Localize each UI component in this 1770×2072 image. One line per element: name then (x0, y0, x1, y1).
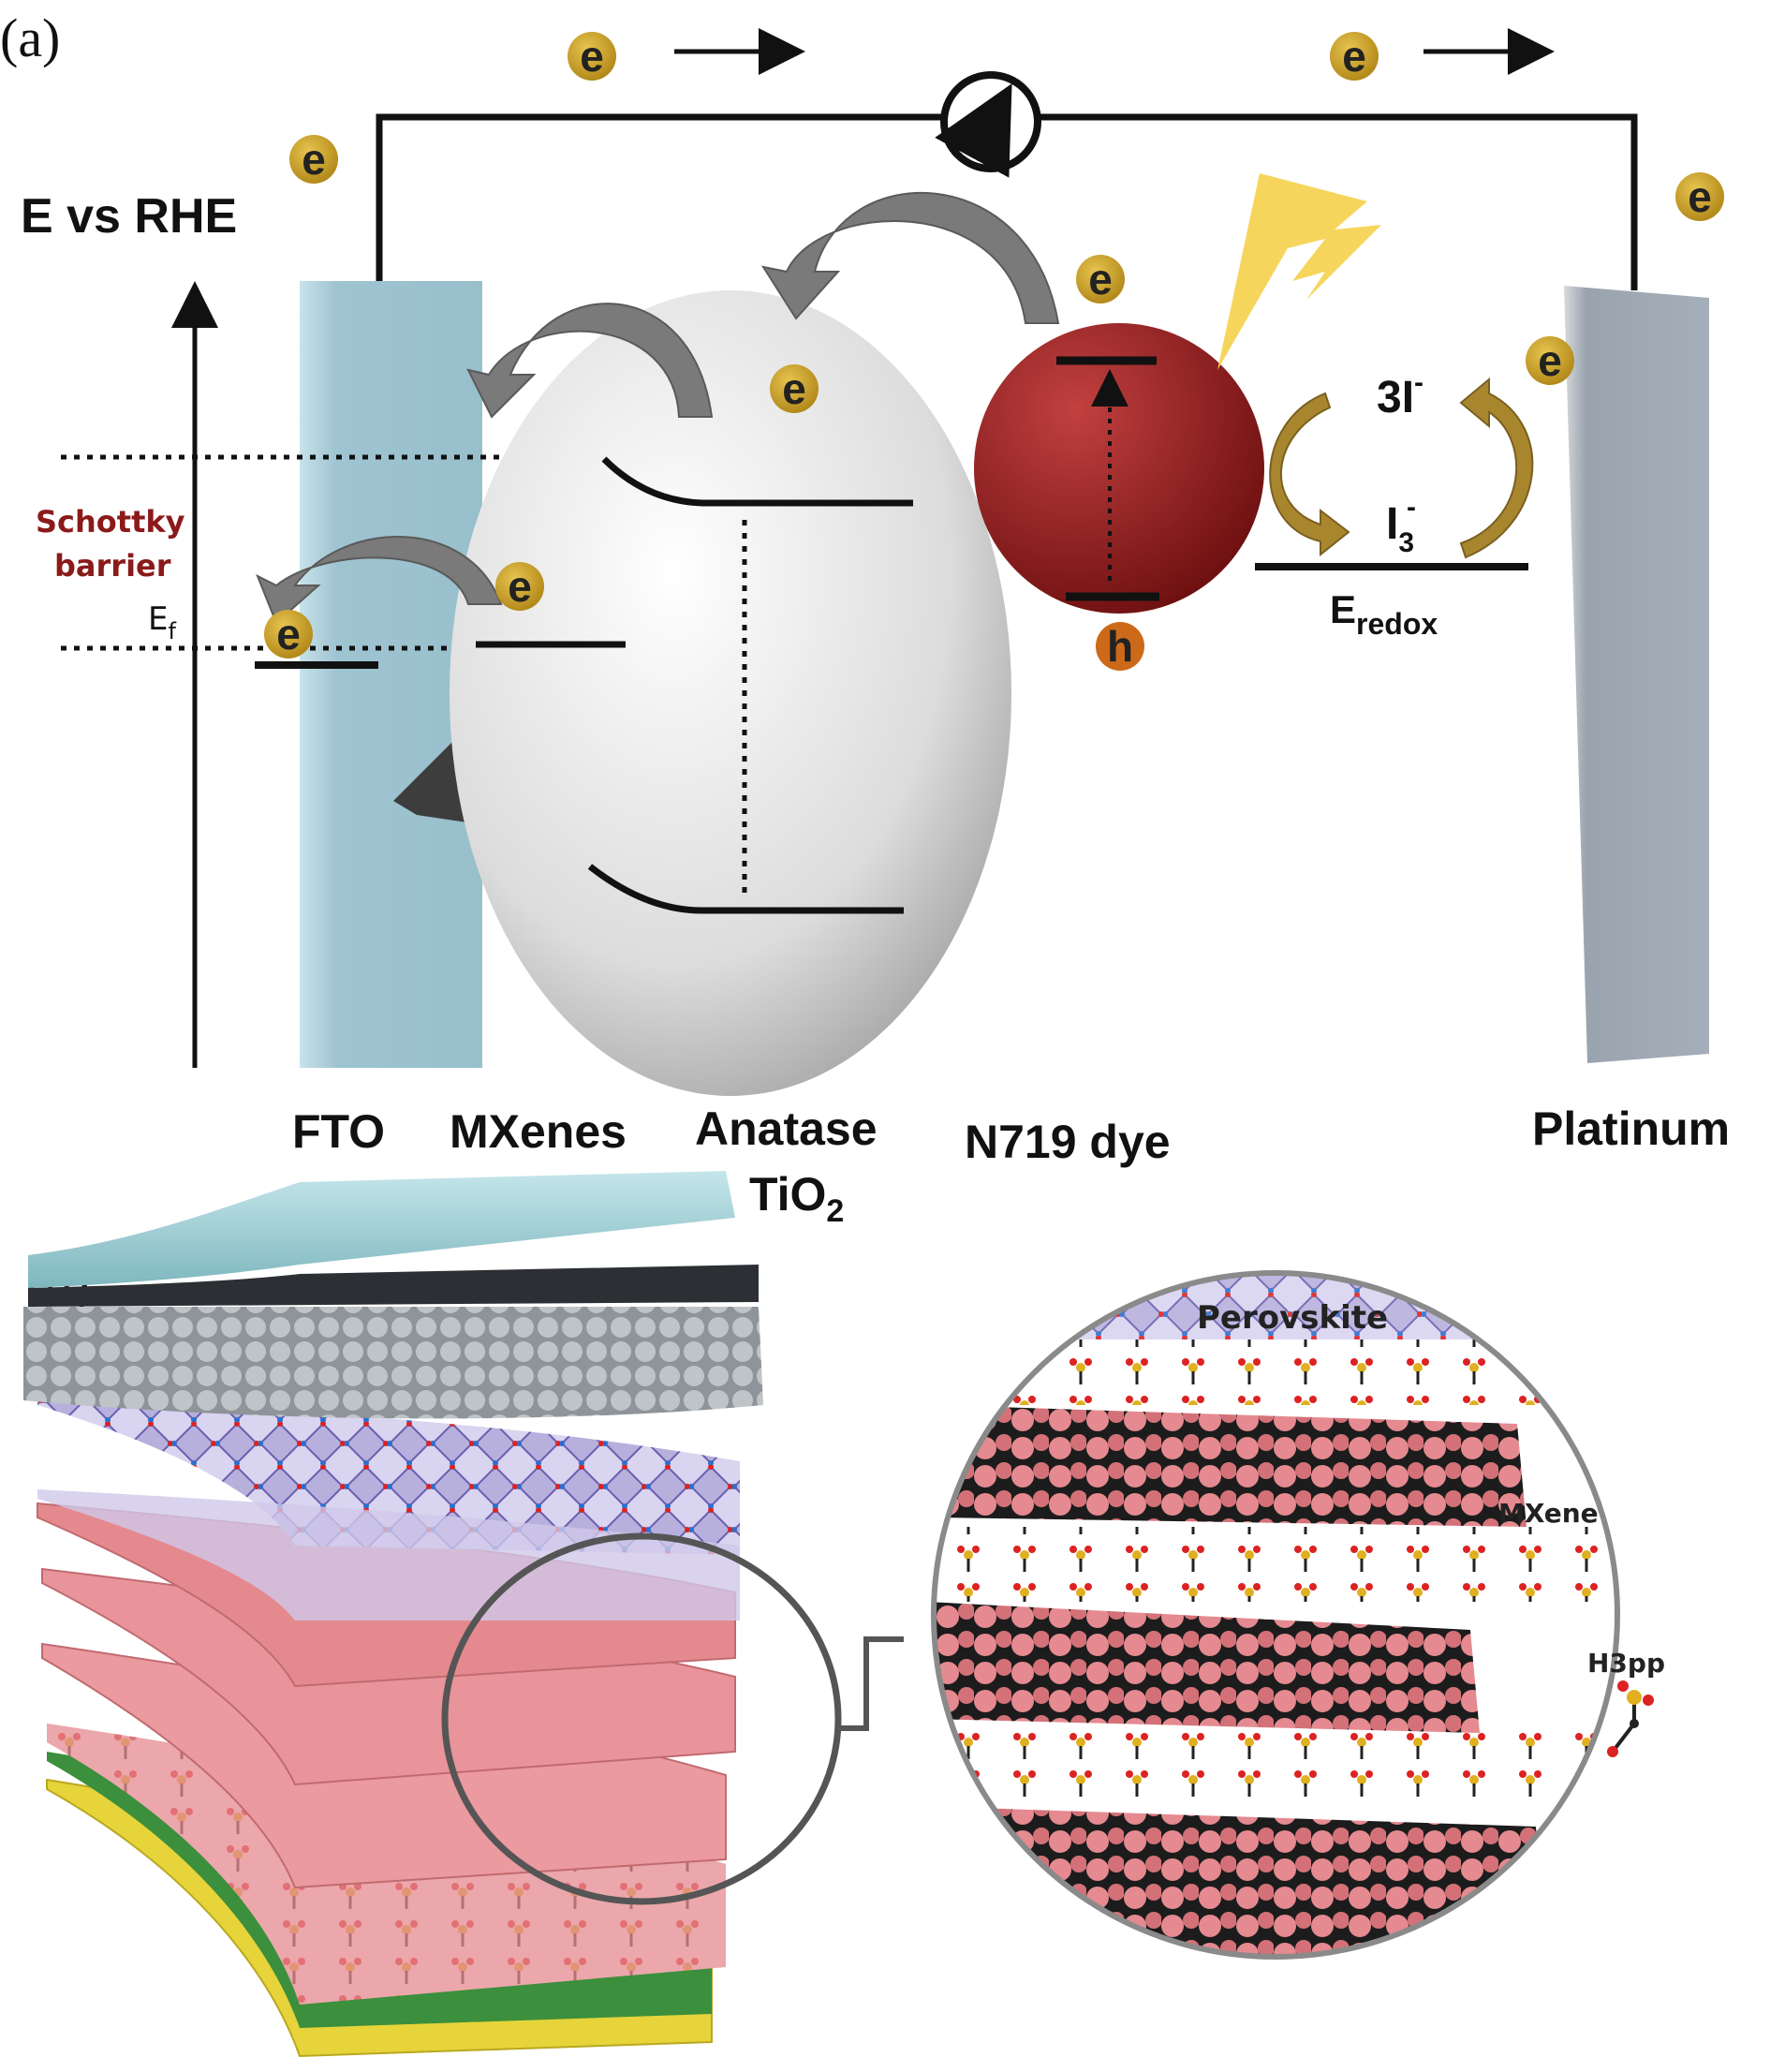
panel-a: (a) E vs RHE (0, 7, 1730, 1229)
iodide-label: 3I- (1377, 367, 1423, 422)
h3pp-molecule-icon (1607, 1680, 1654, 1757)
svg-text:e: e (1538, 336, 1562, 385)
electron-icon: e (495, 562, 544, 611)
label-tio2: TiO2 (749, 1168, 844, 1229)
fto-electrode (300, 281, 482, 1068)
electron-icon: e (264, 610, 313, 659)
schottky-label-line2: barrier (54, 548, 171, 584)
label-platinum: Platinum (1532, 1103, 1730, 1155)
svg-text:e: e (782, 364, 806, 413)
label-anatase: Anatase (695, 1103, 878, 1155)
curved-arrow-icon (760, 192, 1060, 324)
electron-icon: e (568, 32, 616, 81)
external-circuit (376, 71, 1638, 290)
mxene-label: MXene (1498, 1498, 1599, 1529)
electron-icon: e (1675, 172, 1724, 221)
perovskite-layer (37, 1396, 740, 1555)
tio2-particle (450, 290, 1011, 1096)
zoom-connector (838, 1636, 904, 1731)
svg-text:h: h (1107, 622, 1133, 671)
redox-arrow-icon (1269, 392, 1350, 557)
svg-text:e: e (580, 32, 604, 81)
svg-text:e: e (1342, 32, 1366, 81)
device-stack (23, 1171, 904, 2058)
axis-title: E vs RHE (21, 189, 237, 244)
svg-text:e: e (276, 610, 301, 659)
redox-cycle (1269, 377, 1534, 559)
perovskite-label: Perovskite (1197, 1299, 1388, 1337)
svg-text:e: e (1688, 172, 1712, 221)
hole-icon: h (1096, 622, 1144, 671)
svg-text:e: e (302, 135, 326, 184)
label-n719: N719 dye (965, 1116, 1171, 1168)
glass-layer (28, 1171, 735, 1288)
electron-markers: e e e e e e e e e h (264, 32, 1724, 671)
lightning-bolt-icon (1217, 173, 1381, 370)
zoom-ring (441, 1532, 842, 1905)
triiodide-label: I3- (1386, 492, 1416, 558)
transfer-arrows (256, 192, 1060, 625)
platinum-electrode (1564, 286, 1709, 1063)
schottky-label-line1: Schottky (36, 504, 185, 540)
fermi-label: Ef (148, 600, 176, 644)
vb-band-edge (587, 864, 904, 914)
panel-b: (b) (23, 1171, 1665, 2058)
panel-a-label: (a) (0, 7, 60, 68)
electron-icon: e (1526, 336, 1574, 385)
svg-text:e: e (508, 562, 532, 611)
redox-label: Eredox (1330, 587, 1438, 641)
electron-icon: e (1076, 255, 1125, 303)
svg-text:e: e (1088, 255, 1113, 303)
cb-band-edge (601, 456, 913, 507)
h3pp-label: H3pp (1587, 1648, 1665, 1679)
magnified-view: Perovskite MXene H3pp (931, 1270, 1665, 1960)
carbon-layer (23, 1307, 763, 1419)
n719-dye-sphere (974, 323, 1264, 614)
label-mxenes: MXenes (450, 1105, 627, 1158)
curved-arrow-icon (466, 303, 714, 419)
redox-arrow-icon (1459, 377, 1534, 559)
electron-icon: e (1330, 32, 1379, 81)
label-fto: FTO (292, 1105, 385, 1158)
electron-icon: e (289, 135, 338, 184)
electron-icon: e (770, 364, 819, 413)
